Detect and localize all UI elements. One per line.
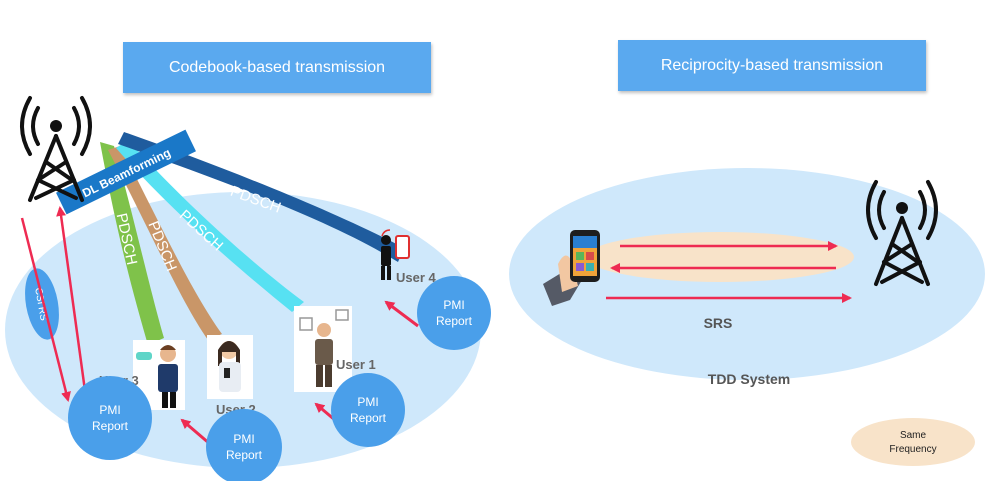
- cell-tower-antenna-right: [896, 202, 908, 214]
- arrow-csi-down: [20, 217, 71, 402]
- svg-text:Frequency: Frequency: [889, 444, 936, 455]
- cell-tower-icon-right: [866, 180, 938, 286]
- user1-label: User 1: [336, 357, 376, 372]
- tdd-system-label: TDD System: [708, 371, 790, 387]
- user4-label: User 4: [396, 270, 437, 285]
- beam-green: [100, 142, 164, 345]
- svg-text:Report: Report: [436, 314, 473, 328]
- svg-text:Report: Report: [226, 448, 263, 462]
- pmi-report-user2: PMI Report: [206, 409, 282, 481]
- user3-person-icon: [136, 345, 178, 408]
- user2-person-icon: [218, 341, 241, 392]
- svg-text:Report: Report: [350, 411, 387, 425]
- user1-person-icon: [299, 309, 349, 387]
- svg-text:PMI: PMI: [357, 395, 378, 409]
- svg-text:Report: Report: [92, 419, 129, 433]
- beam-brown: [108, 146, 222, 340]
- svg-text:PMI: PMI: [99, 403, 120, 417]
- beam-cyan: [116, 140, 304, 312]
- cell-tower-antenna-left: [50, 120, 62, 132]
- svg-text:Same: Same: [900, 430, 927, 441]
- arrow-report-up: [56, 206, 88, 399]
- svg-text:PMI: PMI: [443, 298, 464, 312]
- same-frequency-note: Same Frequency: [851, 418, 975, 466]
- beam-navy: [118, 132, 404, 262]
- pmi-report-user4: PMI Report: [417, 276, 491, 350]
- phone-in-hand-icon: [543, 230, 600, 306]
- user4-person-icon: [381, 229, 410, 280]
- pmi-report-user3: PMI Report: [68, 376, 152, 460]
- svg-text:PMI: PMI: [233, 432, 254, 446]
- arrow-pmi-user4: [384, 300, 419, 328]
- reciprocity-channel-ellipse: [586, 232, 854, 282]
- srs-label: SRS: [704, 315, 733, 331]
- arrow-pmi-user2: [180, 418, 211, 446]
- reciprocity-title-banner: Reciprocity-based transmission: [618, 40, 926, 91]
- csi-rs-pill: CSI RS: [25, 268, 59, 340]
- pmi-report-user1: PMI Report: [331, 373, 405, 447]
- cell-tower-icon-left: [20, 96, 92, 202]
- codebook-title-banner: Codebook-based transmission: [123, 42, 431, 93]
